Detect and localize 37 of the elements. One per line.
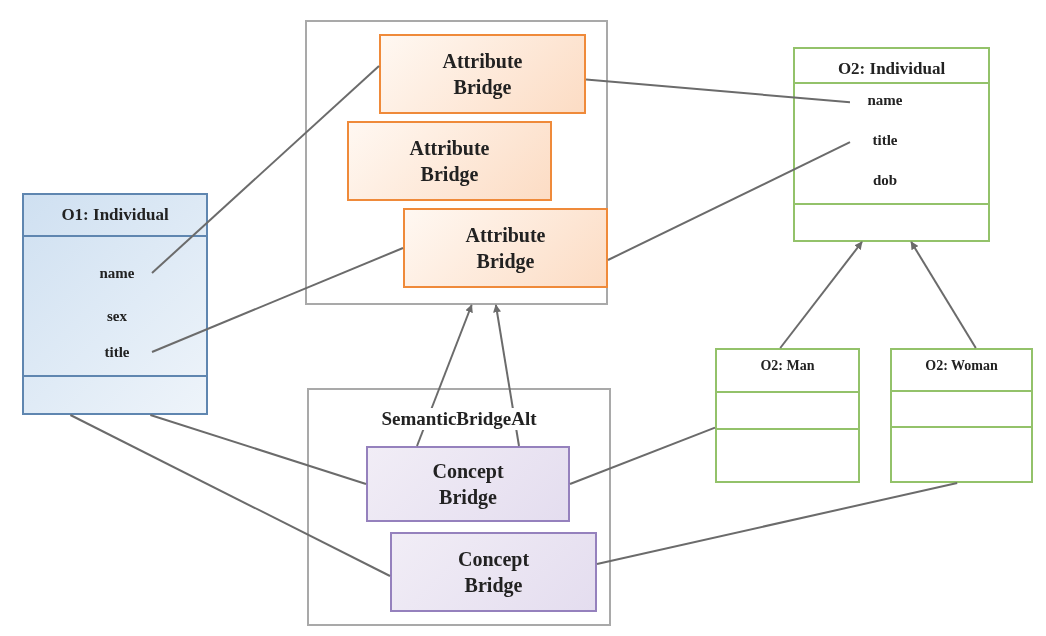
- bridge-label: Attribute Bridge: [464, 223, 547, 274]
- class-name: O2: Man: [759, 358, 816, 374]
- connector-line: [585, 78, 851, 104]
- connector-line: [69, 414, 391, 577]
- container-box: [305, 20, 608, 305]
- bridge-box: [347, 121, 552, 201]
- connector-line: [151, 65, 380, 274]
- attribute-label: title: [850, 129, 920, 151]
- attribute-label: name: [850, 89, 920, 111]
- bridge-label: Attribute Bridge: [408, 136, 491, 187]
- bridge-label: Concept Bridge: [431, 459, 505, 510]
- bridge-label: Concept Bridge: [456, 547, 531, 598]
- bridge-box: [390, 532, 597, 612]
- bridge-label: Attribute Bridge: [441, 49, 524, 100]
- class-name: O2: Woman: [924, 358, 999, 374]
- attribute-label: title: [82, 341, 152, 363]
- connector-line: [596, 482, 959, 565]
- attribute-label: sex: [82, 305, 152, 327]
- arrow: [493, 304, 520, 447]
- class-box: [22, 193, 208, 415]
- class-name: O1: Individual: [60, 205, 170, 225]
- connector-line: [151, 247, 404, 353]
- bridge-box: [366, 446, 570, 522]
- container-box: [307, 388, 611, 626]
- arrow: [779, 241, 863, 349]
- bridge-box: [379, 34, 586, 114]
- class-name: O2: Individual: [836, 59, 947, 79]
- connector-line: [607, 141, 851, 261]
- class-box: [793, 47, 990, 242]
- class-box: [890, 348, 1033, 483]
- attribute-label: name: [82, 262, 152, 284]
- class-box: [715, 348, 860, 483]
- connector-line: [149, 414, 367, 485]
- attribute-label: dob: [850, 169, 920, 191]
- arrow: [910, 241, 977, 349]
- bridge-box: [403, 208, 608, 288]
- connector-line: [569, 426, 716, 485]
